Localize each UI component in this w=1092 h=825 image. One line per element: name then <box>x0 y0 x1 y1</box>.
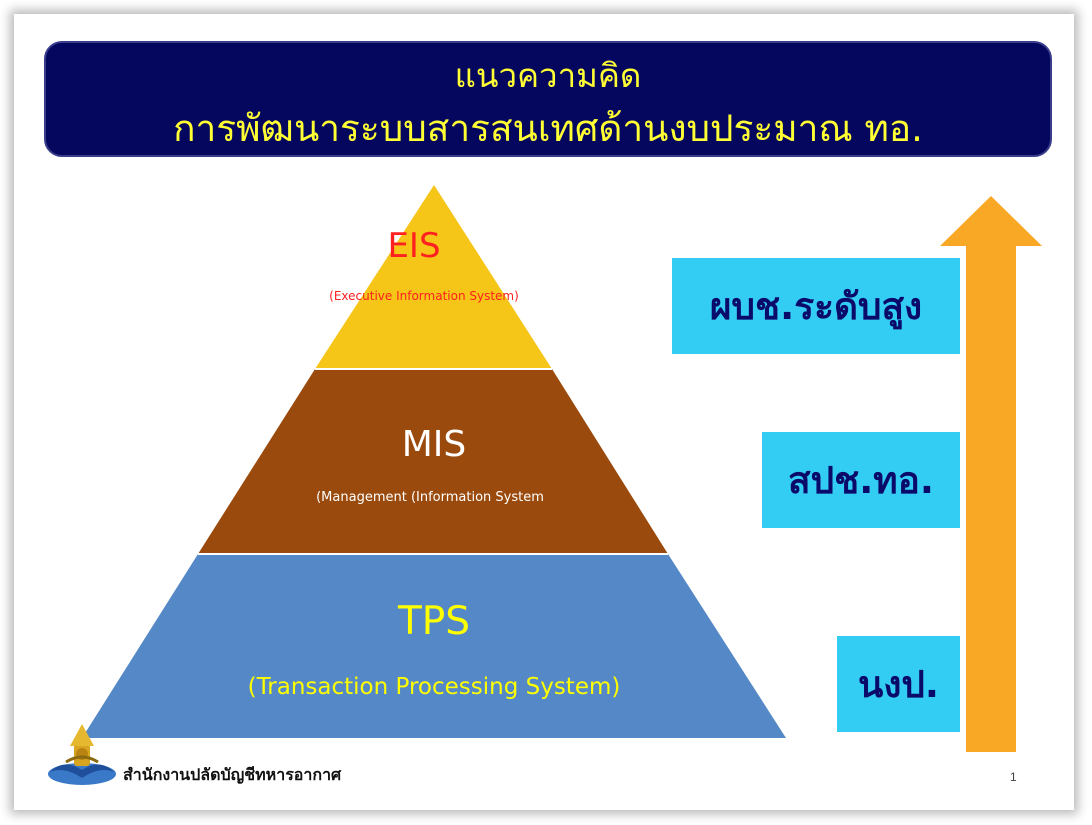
tier-tps-name: TPS <box>397 599 471 644</box>
tier-tps-full-name: (Transaction Processing System) <box>247 674 621 700</box>
page-number: 1 <box>1010 770 1017 784</box>
tier-eis-full-name: (Executive Information System) <box>329 289 519 303</box>
tier-mis-full-name: (Management (Information System <box>316 490 544 505</box>
level-operational: นงป. <box>837 636 960 732</box>
title-line-1: แนวความคิด <box>454 56 642 95</box>
title-banner: แนวความคิด การพัฒนาระบบสารสนเทศด้านงบประ… <box>44 41 1052 157</box>
level-top-management: ผบช.ระดับสูง <box>672 258 960 354</box>
air-force-emblem-icon <box>48 724 116 785</box>
arrow-shape <box>940 196 1042 752</box>
tier-eis-name: EIS <box>387 226 441 266</box>
upward-arrow <box>940 196 1042 752</box>
title-line-2: การพัฒนาระบบสารสนเทศด้านงบประมาณ ทอ. <box>173 107 923 150</box>
organization-name: สำนักงานปลัดบัญชีทหารอากาศ <box>123 765 342 784</box>
tier-mis-name: MIS <box>401 424 467 465</box>
tier-eis-shape <box>315 185 552 369</box>
tier-tps-shape <box>82 554 786 738</box>
level-middle-management: สปช.ทอ. <box>762 432 960 528</box>
tier-mis-shape <box>198 369 668 554</box>
